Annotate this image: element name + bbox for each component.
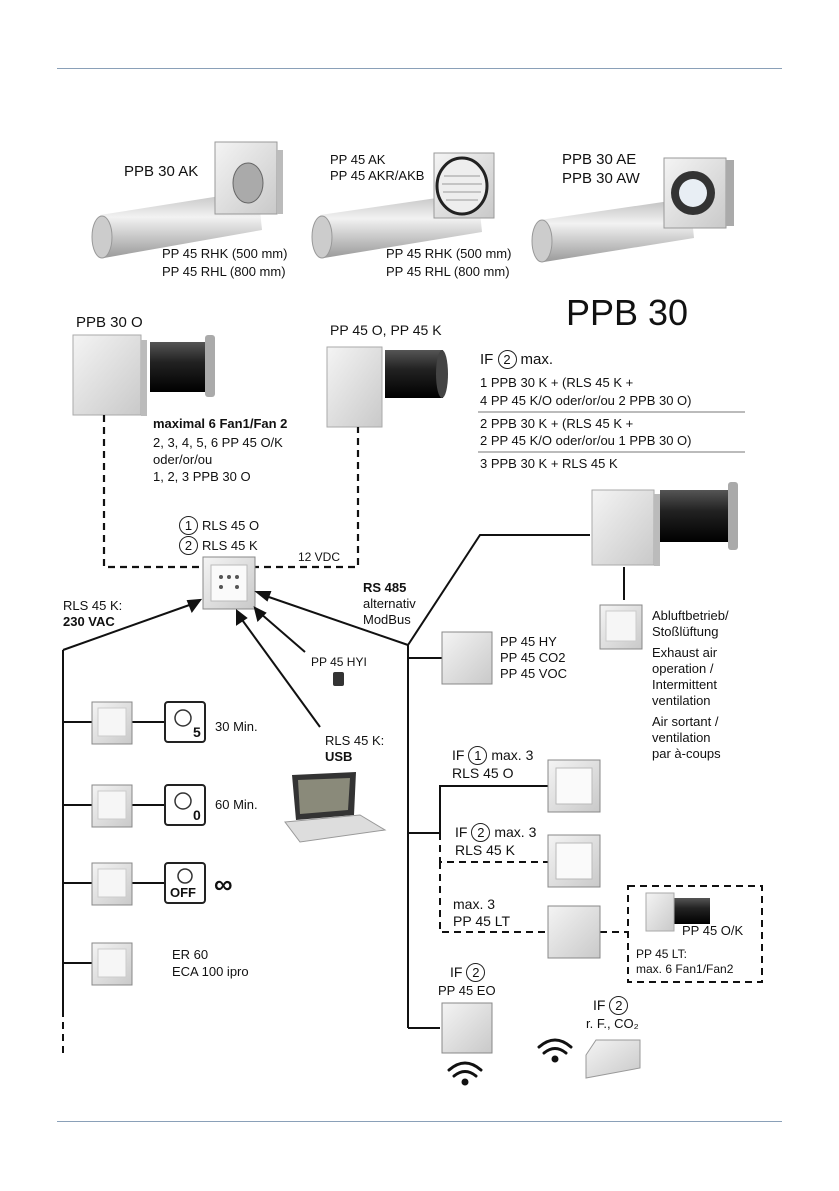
rf-line1: IF 2: [593, 996, 632, 1015]
if-opt3: 3 PPB 30 K + RLS 45 K: [480, 456, 618, 471]
label-usb: USB: [325, 749, 353, 764]
controller-rls45: [202, 556, 256, 610]
label-pp45akr: PP 45 AKR/AKB: [330, 168, 425, 183]
label-230vac: 230 VAC: [63, 614, 115, 629]
left-bus: [62, 650, 165, 1055]
pipe-3: [531, 198, 694, 263]
if-opt1b: 4 PP 45 K/O oder/or/ou 2 PPB 30 O): [480, 393, 692, 408]
exhaust-7: ventilation: [652, 730, 711, 745]
label-er60: ER 60: [172, 947, 209, 962]
label-rls45k-usb: RLS 45 K:: [325, 733, 385, 748]
label-rs485: RS 485: [363, 580, 407, 595]
box-line2: max. 6 Fan1/Fan2: [636, 962, 734, 976]
grille-ppb30ak: [214, 141, 283, 215]
lt-line1: max. 3: [453, 896, 496, 912]
label-ppb30aw: PPB 30 AW: [562, 170, 640, 187]
label-pp45co2: PP 45 CO2: [500, 650, 566, 665]
label-modbus: ModBus: [363, 612, 411, 627]
if1-line2: RLS 45 O: [452, 765, 514, 781]
label-30min: 30 Min.: [215, 719, 258, 734]
controllers-right: [547, 759, 601, 959]
label-pp45hy: PP 45 HY: [500, 634, 557, 649]
sensor-pp45hy: [441, 631, 493, 685]
label-ppb30ae: PPB 30 AE: [562, 151, 637, 168]
arrows: [62, 591, 409, 728]
label-pipe2-rhk: PP 45 RHK (500 mm): [386, 246, 512, 261]
exhaust-3: operation /: [652, 661, 714, 676]
exhaust-5: ventilation: [652, 693, 711, 708]
exhaust-6: Air sortant /: [652, 714, 719, 729]
fan-glyphs: [174, 709, 193, 884]
footer-rule: [57, 1121, 782, 1122]
label-60min: 60 Min.: [215, 797, 258, 812]
label-ppb30o: PPB 30 O: [76, 314, 143, 331]
icon-text-5: 5: [193, 724, 201, 740]
hyi-sensor: [333, 672, 344, 686]
label-pp45hyi: PP 45 HYI: [311, 655, 367, 669]
lt-line2: PP 45 LT: [453, 913, 511, 929]
label-pp45voc: PP 45 VOC: [500, 666, 567, 681]
rf-line2: r. F., CO₂: [586, 1016, 639, 1031]
fan-icon-boxes: [164, 701, 206, 904]
if-opt1a: 1 PPB 30 K + (RLS 45 K +: [480, 375, 634, 390]
exhaust-8: par à-coups: [652, 746, 721, 761]
wifi-icon: [447, 1038, 573, 1086]
unit-pp45eo: [441, 1002, 493, 1054]
fan-line1: 2, 3, 4, 5, 6 PP 45 O/K: [153, 435, 283, 450]
box-line1: PP 45 LT:: [636, 947, 687, 961]
if-opt2b: 2 PP 45 K/O oder/or/ou 1 PPB 30 O): [480, 433, 692, 448]
sensor-rf-co2: [585, 1039, 641, 1079]
label-eca100: ECA 100 ipro: [172, 964, 249, 979]
right-bus: [407, 534, 625, 1029]
fan-heading: maximal 6 Fan1/Fan 2: [153, 416, 288, 431]
if2-line2: RLS 45 K: [455, 842, 515, 858]
unit-ppb30o: [72, 334, 215, 416]
fan-line2: oder/or/ou: [153, 452, 213, 467]
label-alternativ: alternativ: [363, 596, 416, 611]
eo-line2: PP 45 EO: [438, 983, 496, 998]
switches: [91, 701, 133, 986]
unit-pp45ok-box: [645, 892, 710, 932]
box-unit-label: PP 45 O/K: [682, 923, 744, 938]
exhaust-2: Exhaust air: [652, 645, 718, 660]
if-opt2a: 2 PPB 30 K + (RLS 45 K +: [480, 416, 634, 431]
label-pipe1-rhl: PP 45 RHL (800 mm): [162, 264, 286, 279]
right-bus-dashed: [439, 833, 763, 983]
laptop: [284, 772, 387, 843]
unit-ppb30-right: [591, 482, 738, 566]
exhaust-0: Abluftbetrieb/: [652, 608, 729, 623]
label-pp45-ok: PP 45 O, PP 45 K: [330, 322, 442, 338]
main-title: PPB 30: [566, 292, 689, 333]
label-rls45k-230: RLS 45 K:: [63, 598, 123, 613]
label-pipe2-rhl: PP 45 RHL (800 mm): [386, 264, 510, 279]
exhaust-1: Stoßlüftung: [652, 624, 719, 639]
fan-line3: 1, 2, 3 PPB 30 O: [153, 469, 251, 484]
label-pp45ak: PP 45 AK: [330, 152, 386, 167]
icon-text-0: 0: [193, 807, 201, 823]
header-rule: [57, 68, 782, 69]
unit-pp45ok: [326, 346, 448, 428]
label-infinity: ∞: [214, 869, 233, 899]
eo-line1: IF 2: [450, 963, 489, 982]
grille-pp45ak: [433, 152, 495, 219]
icon-text-off: OFF: [170, 885, 196, 900]
exhaust-4: Intermittent: [652, 677, 718, 692]
label-pipe1-rhk: PP 45 RHK (500 mm): [162, 246, 288, 261]
switch-exhaust: [599, 604, 643, 650]
label-12vdc: 12 VDC: [298, 550, 341, 564]
grille-ppb30ae: [663, 157, 734, 229]
label-ppb30ak: PPB 30 AK: [124, 163, 199, 180]
